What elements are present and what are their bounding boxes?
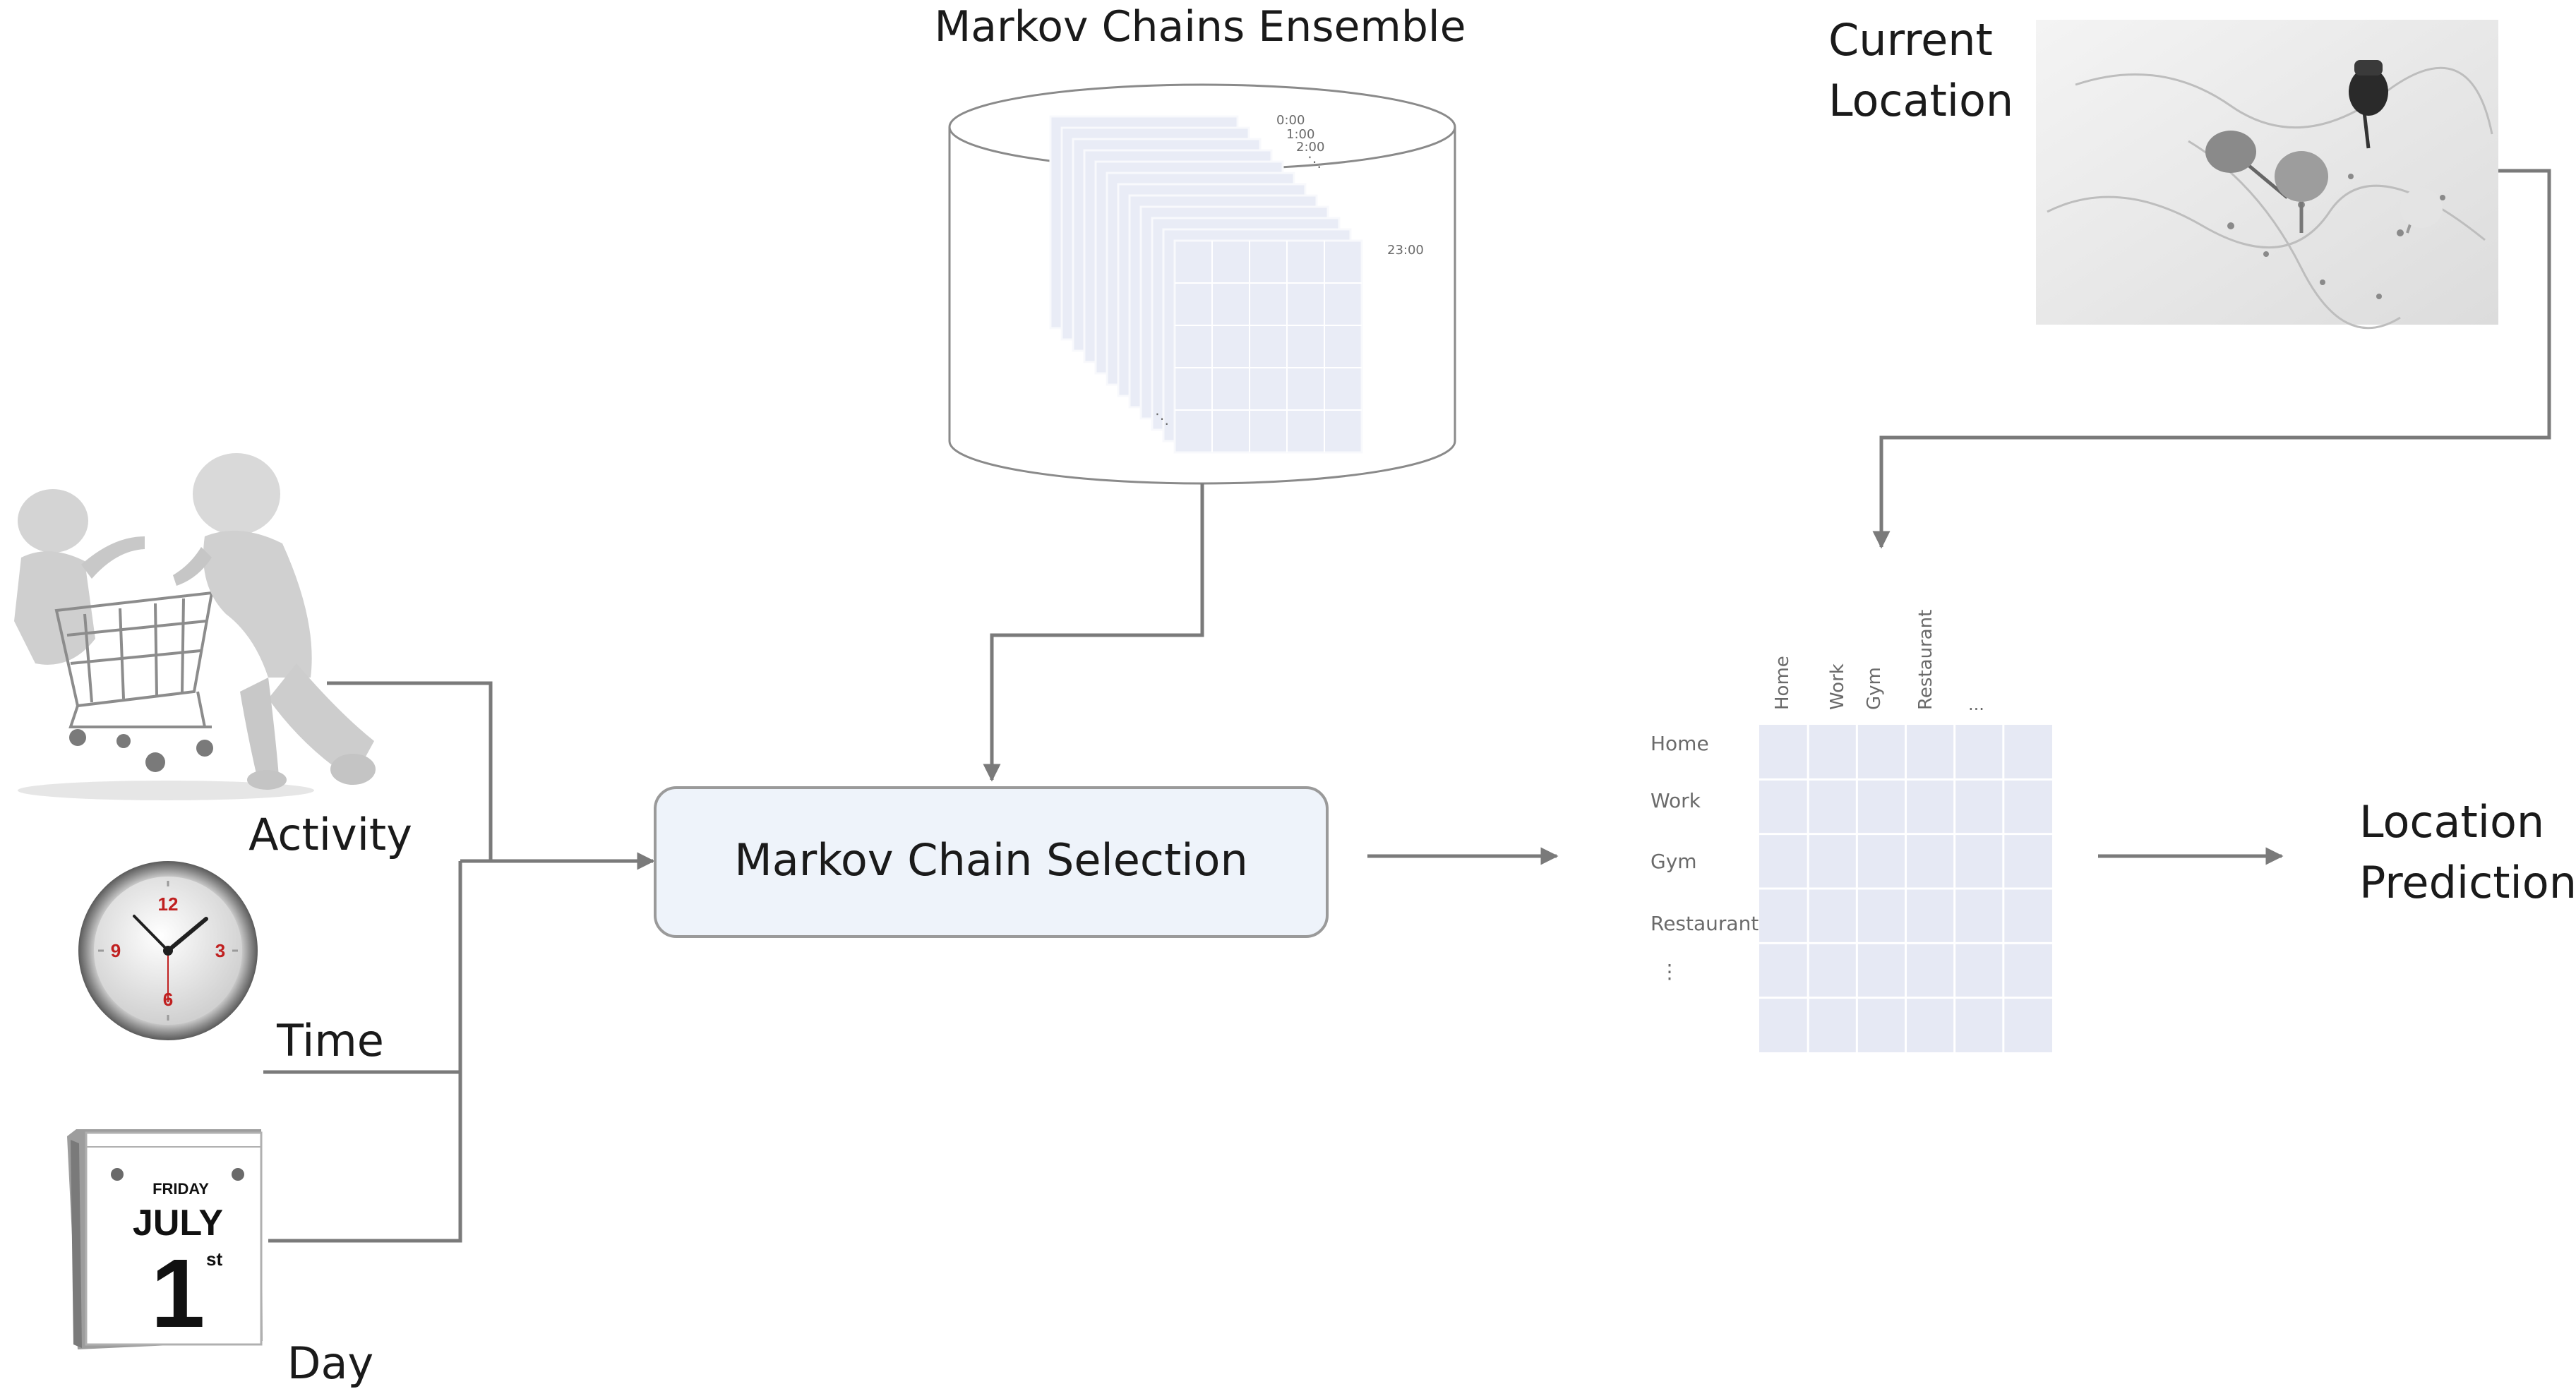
selection-label: Markov Chain Selection xyxy=(734,834,1248,886)
matrix-row-label-gym: Gym xyxy=(1651,850,1697,873)
ellipsis-bottom: ⋱ xyxy=(1155,410,1169,427)
matrix-col-label-work: Work xyxy=(1827,663,1848,710)
clock-numeral-9: 9 xyxy=(111,940,121,961)
calendar-day-number: 1 xyxy=(151,1239,205,1348)
connector-ensemble-to-selection xyxy=(983,483,1204,782)
time-label-0: 0:00 xyxy=(1276,113,1305,128)
calendar-day-suffix: st xyxy=(206,1248,222,1270)
matrix-col-label-restaurant: Restaurant xyxy=(1915,610,1936,710)
clock-icon: 12 3 6 9 xyxy=(78,861,258,1040)
matrix-row-label-work: Work xyxy=(1651,789,1701,812)
day-label: Day xyxy=(287,1337,373,1389)
time-label-2: 2:00 xyxy=(1296,140,1324,155)
output-label-line2: Prediction xyxy=(2359,857,2576,908)
map-pins-image xyxy=(2036,20,2498,330)
activity-figure xyxy=(14,453,376,800)
calendar-icon: FRIDAY JULY 1 st xyxy=(67,1129,263,1349)
matrix-stack xyxy=(1049,115,1363,454)
calendar-weekday: FRIDAY xyxy=(152,1180,209,1198)
matrix-row-label-home: Home xyxy=(1651,732,1709,755)
clock-numeral-3: 3 xyxy=(215,940,225,961)
matrix-row-label-more: ⋮ xyxy=(1660,960,1679,983)
transition-matrix: Home Work Gym Restaurant ⋮ Home Work Gym… xyxy=(1651,610,2052,1052)
time-label: Time xyxy=(276,1015,384,1066)
connector-location-to-matrix xyxy=(1872,169,2551,549)
matrix-row-label-restaurant: Restaurant xyxy=(1651,912,1759,935)
activity-label: Activity xyxy=(248,809,412,860)
ellipsis-top: ⋱ xyxy=(1307,153,1322,170)
matrix-col-label-home: Home xyxy=(1772,656,1793,710)
calendar-month: JULY xyxy=(133,1203,223,1244)
clock-numeral-12: 12 xyxy=(158,893,179,915)
matrix-grid xyxy=(1759,725,2052,1052)
time-label-23: 23:00 xyxy=(1387,243,1424,258)
input-connectors xyxy=(263,681,655,1243)
output-label-line1: Location xyxy=(2359,796,2544,848)
matrix-col-label-gym: Gym xyxy=(1864,667,1885,710)
matrix-col-label-more: ... xyxy=(1968,694,1984,714)
ensemble-title: Markov Chains Ensemble xyxy=(934,2,1466,52)
selection-box: Markov Chain Selection xyxy=(654,786,1329,938)
ensemble-database: 0:00 1:00 2:00 23:00 ⋱ ⋱ xyxy=(948,83,1456,485)
current-location-line2: Location xyxy=(1828,75,2013,126)
stacked-matrix-page xyxy=(1173,239,1363,454)
time-label-1: 1:00 xyxy=(1286,127,1314,142)
current-location-line1: Current xyxy=(1828,14,1993,66)
